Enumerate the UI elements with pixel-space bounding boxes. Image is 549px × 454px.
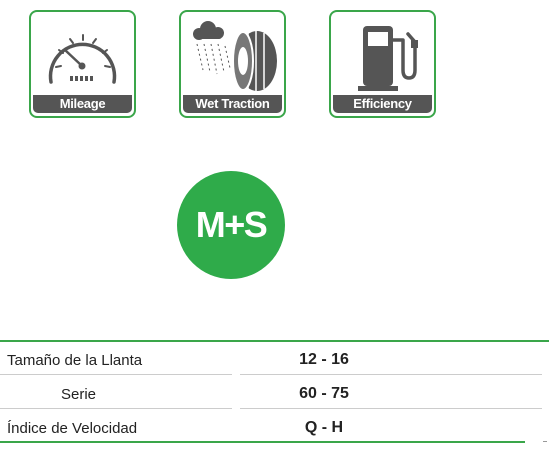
fuel-pump-icon (358, 26, 418, 91)
table-edge-mark (543, 441, 547, 442)
efficiency-label: Efficiency (333, 95, 432, 113)
row-divider (0, 374, 232, 375)
speedometer-icon (48, 34, 117, 84)
table-bottom-border (0, 441, 525, 443)
wet-traction-badge: Wet Traction (179, 10, 286, 118)
specs-table: Tamaño de la Llanta 12 - 16 Serie 60 - 7… (0, 340, 549, 454)
mileage-badge: Mileage (29, 10, 136, 118)
spec-label-series: Serie (61, 386, 97, 403)
efficiency-badge: Efficiency (329, 10, 436, 118)
spec-label-size: Tamaño de la Llanta (7, 352, 143, 369)
mileage-label: Mileage (33, 95, 132, 113)
row-divider (240, 374, 542, 375)
row-divider (0, 408, 232, 409)
spec-value-size: 12 - 16 (299, 351, 349, 368)
mud-snow-badge: M+S (177, 171, 285, 279)
table-top-border (0, 340, 549, 342)
wet-traction-label: Wet Traction (183, 95, 282, 113)
spec-value-series: 60 - 75 (299, 385, 349, 402)
rain-tire-icon (193, 21, 277, 91)
spec-label-speed-index: Índice de Velocidad (7, 420, 138, 437)
spec-value-speed-index: Q - H (304, 419, 344, 436)
row-divider (240, 408, 542, 409)
